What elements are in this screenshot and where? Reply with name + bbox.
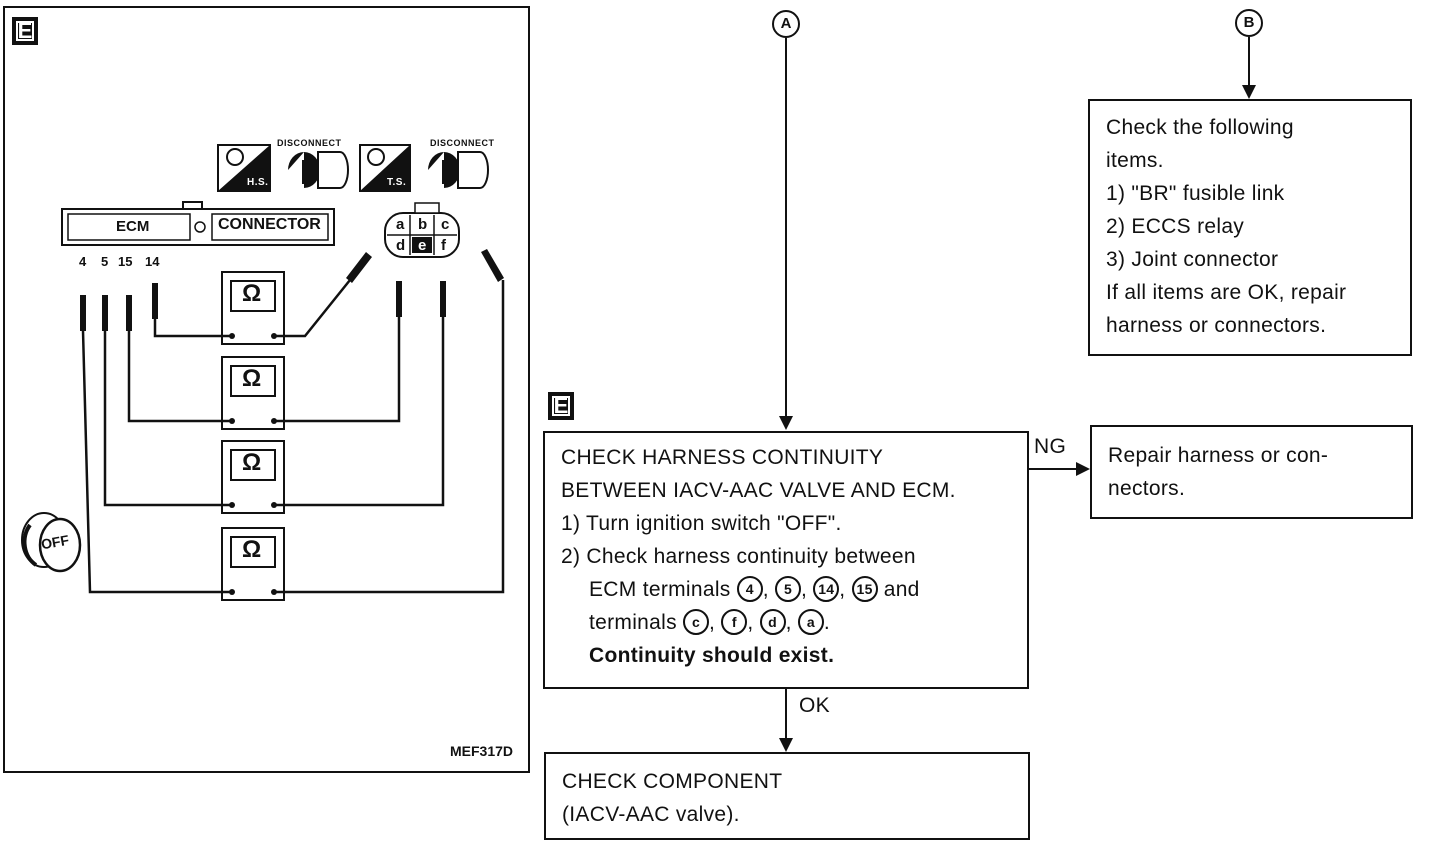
main-result: Continuity should exist.: [589, 644, 835, 667]
connector-label: CONNECTOR: [218, 216, 321, 233]
arrow-b-down: [1242, 85, 1256, 99]
connector-line-a: [785, 38, 787, 416]
arrow-a-down: [779, 416, 793, 430]
pin-b-label: b: [418, 216, 428, 233]
ohmmeter-4: [221, 527, 285, 601]
check-items-box: Check the following items. 1) "BR" fusib…: [1088, 99, 1412, 356]
main-step-2: 2) Check harness continuity between: [561, 545, 916, 568]
repair-line-1: Repair harness or con-: [1108, 444, 1329, 467]
check-line-1: Check the following: [1106, 116, 1294, 139]
hs-label: H.S.: [247, 177, 269, 188]
ok-label: OK: [799, 694, 830, 717]
marker-a: A: [772, 10, 800, 38]
ts-label: T.S.: [387, 177, 407, 188]
check-line-6: If all items are OK, repair: [1106, 281, 1347, 304]
ohmmeter-1: [221, 271, 285, 345]
disconnect-connector-icon-2: [428, 151, 489, 189]
ohmmeter-3: [221, 440, 285, 514]
pin-a-label: a: [396, 216, 405, 233]
check-line-2: items.: [1106, 149, 1164, 172]
component-line-1: CHECK COMPONENT: [562, 770, 783, 793]
main-title-2: BETWEEN IACV-AAC VALVE AND ECM.: [561, 479, 956, 502]
marker-b: B: [1235, 9, 1263, 37]
terminal-15-label: 15: [118, 254, 133, 269]
letter-circle-d: d: [759, 609, 786, 635]
terminal-4-label: 4: [79, 254, 87, 269]
flow-section-e-tag: E: [548, 392, 574, 420]
main-title-1: CHECK HARNESS CONTINUITY: [561, 446, 884, 469]
ok-arrow: [779, 738, 793, 752]
connector-line-b: [1248, 37, 1250, 85]
pin-f-label: f: [441, 237, 446, 254]
terminal-circle-5: 5: [775, 576, 802, 602]
check-line-3: 1) "BR" fusible link: [1106, 182, 1285, 205]
letter-circle-f: f: [721, 609, 748, 635]
hood-open-icon: [217, 144, 271, 192]
repair-line-2: nectors.: [1108, 477, 1186, 500]
letter-circle-c: c: [683, 609, 710, 635]
terminal-5-label: 5: [101, 254, 109, 269]
ohmmeter-2: [221, 356, 285, 430]
component-line-2: (IACV-AAC valve).: [562, 803, 740, 826]
pin-c-label: c: [441, 216, 450, 233]
ohm-symbol-1: Ω: [242, 280, 262, 307]
letter-circle-a: a: [797, 609, 824, 635]
disconnect-label-2: DISCONNECT: [430, 138, 495, 148]
main-letter-terminals: terminals c, f, d, a.: [589, 609, 831, 635]
ng-line: [1029, 468, 1077, 470]
trunk-open-icon: [359, 144, 411, 192]
harness-continuity-box: CHECK HARNESS CONTINUITY BETWEEN IACV-AA…: [543, 431, 1029, 689]
harness-wiring-diagram: [21, 144, 505, 601]
disconnect-connector-icon-1: [288, 151, 349, 189]
ohm-symbol-2: Ω: [242, 365, 262, 392]
figure-code: MEF317D: [450, 743, 514, 759]
terminal-circle-4: 4: [736, 576, 763, 602]
ohm-symbol-4: Ω: [242, 536, 262, 563]
check-line-4: 2) ECCS relay: [1106, 215, 1245, 238]
pin-d-label: d: [396, 237, 406, 254]
ng-label: NG: [1034, 435, 1067, 458]
terminal-14-label: 14: [145, 254, 160, 269]
ignition-key-off-icon: [21, 512, 82, 573]
repair-box: Repair harness or con- nectors.: [1090, 425, 1413, 519]
component-box: CHECK COMPONENT (IACV-AAC valve).: [544, 752, 1030, 840]
ecm-label: ECM: [116, 218, 150, 235]
terminal-circle-15: 15: [851, 576, 878, 602]
terminal-circle-14: 14: [813, 576, 840, 602]
ok-line: [785, 689, 787, 739]
ohm-symbol-3: Ω: [242, 449, 262, 476]
main-ecm-terminals: ECM terminals 4, 5, 14, 15 and: [589, 576, 920, 602]
check-line-7: harness or connectors.: [1106, 314, 1327, 337]
main-step-1: 1) Turn ignition switch "OFF".: [561, 512, 842, 535]
pin-e-label: e: [418, 237, 427, 254]
check-line-5: 3) Joint connector: [1106, 248, 1279, 271]
disconnect-label-1: DISCONNECT: [277, 138, 342, 148]
ng-arrow: [1076, 462, 1090, 476]
section-e-tag: E: [12, 17, 38, 45]
